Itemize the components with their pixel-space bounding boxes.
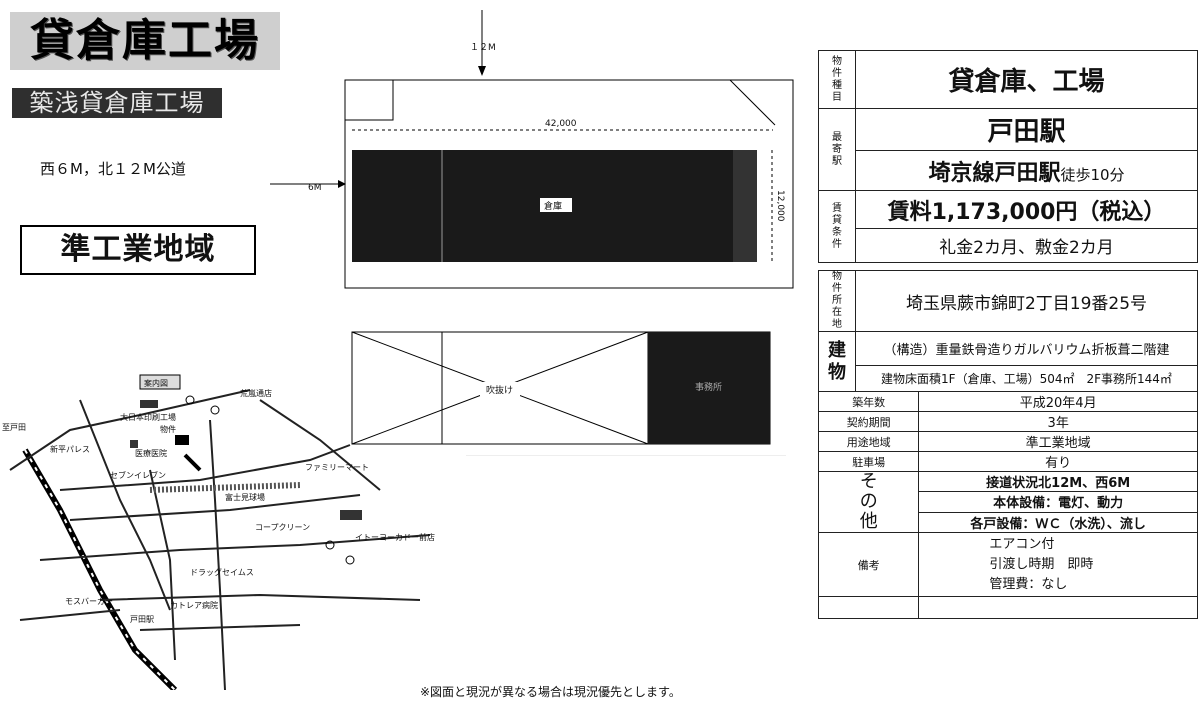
map-label-coop: コープクリーン <box>255 523 310 532</box>
value-remarks: エアコン付 引渡し時期 即時 管理費：なし <box>918 532 1198 597</box>
plan-length: 42,000 <box>545 119 577 129</box>
label-zoning: 用途地域 <box>817 431 920 452</box>
plan-left-road: 6M <box>308 183 322 193</box>
label-building: 建物 <box>818 331 856 392</box>
value-parking: 有り <box>918 451 1198 472</box>
footnote: ※図面と現況が異なる場合は現況優先とします。 <box>420 685 681 699</box>
map-label-dainippon: 大日本印刷工場 <box>120 412 176 422</box>
plan-office: 事務所 <box>695 381 722 393</box>
value-station: 戸田駅 <box>855 108 1198 151</box>
value-address: 埼玉県蕨市錦町2丁目19番25号 <box>855 270 1198 332</box>
map-label-catholic: カトレア病院 <box>170 600 218 610</box>
map-label-family: ファミリーマート <box>305 463 369 472</box>
plan-top-road: １２M <box>470 43 496 53</box>
map-label-mos: モスバーガー <box>65 596 113 606</box>
access-map: 案内図 至戸田 荒嵐通店 大日本印刷工場 新平パレス 物件 医療医院 セブンイレ… <box>0 360 440 693</box>
map-label-toda-station: 戸田駅 <box>130 615 154 624</box>
plan-width: 12,000 <box>775 190 785 222</box>
label-type: 物件種目 <box>818 50 856 109</box>
blank-area <box>466 455 786 681</box>
value-floor-area: 建物床面積1F（倉庫、工場）504㎡ 2F事務所144㎡ <box>855 365 1198 392</box>
property-info-table: 物件種目 貸倉庫、工場 最寄駅 戸田駅 埼京線戸田駅徒歩10分 賃貸条件 賃料1… <box>817 50 1198 619</box>
value-deposit: 礼金2カ月、敷金2カ月 <box>855 228 1198 263</box>
value-road-access: 接道状況北12M、西6M <box>918 470 1198 493</box>
plan-room-warehouse: 倉庫 <box>544 200 562 212</box>
value-contract: 3年 <box>918 411 1198 432</box>
value-structure: （構造）重量鉄骨造りガルバリウム折板葺二階建 <box>855 331 1198 366</box>
map-title: 案内図 <box>144 378 168 388</box>
value-line: 埼京線戸田駅徒歩10分 <box>855 150 1198 191</box>
plan-void: 吹抜け <box>486 384 513 396</box>
value-unit-equipment: 各戸設備：ＷＣ（水洗）、流し <box>918 511 1198 534</box>
label-contract: 契約期間 <box>817 411 920 432</box>
road-info: 西６M，北１２M公道 <box>40 160 186 178</box>
map-label-line: 至戸田 <box>2 423 26 432</box>
label-other: その他 <box>817 471 920 533</box>
map-label-shinpei: 新平パレス <box>50 444 90 454</box>
value-type: 貸倉庫、工場 <box>855 50 1198 109</box>
map-label-property: 物件 <box>160 424 176 434</box>
value-zoning: 準工業地域 <box>918 431 1198 452</box>
page-subtitle: 築浅貸倉庫工場 <box>12 88 222 118</box>
map-label-drug: ドラッグセイムス <box>190 567 254 577</box>
label-conditions: 賃貸条件 <box>818 190 856 263</box>
value-built: 平成20年4月 <box>918 391 1198 412</box>
value-rent: 賃料1,173,000円（税込） <box>855 190 1198 229</box>
map-label-hospital: 医療医院 <box>135 448 167 458</box>
label-station: 最寄駅 <box>818 108 856 191</box>
map-label-fuji: 富士見球場 <box>225 492 265 502</box>
label-remarks: 備考 <box>817 532 920 597</box>
map-label-kouku: 荒嵐通店 <box>240 388 272 398</box>
map-label-itoyokado: イトーヨーカドー前店 <box>355 532 435 542</box>
label-built: 築年数 <box>817 391 920 412</box>
page-title: 貸倉庫工場 <box>10 12 280 70</box>
map-label-seven: セブンイレブン <box>110 470 166 480</box>
value-equipment: 本体設備：電灯、動力 <box>918 491 1198 513</box>
floor-plan: １２M 6M 42,000 12,000 倉庫 吹抜け 事務所 <box>270 0 800 460</box>
zone-badge: 準工業地域 <box>20 225 256 275</box>
label-address: 物件所在地 <box>818 270 856 332</box>
label-parking: 駐車場 <box>817 451 920 472</box>
